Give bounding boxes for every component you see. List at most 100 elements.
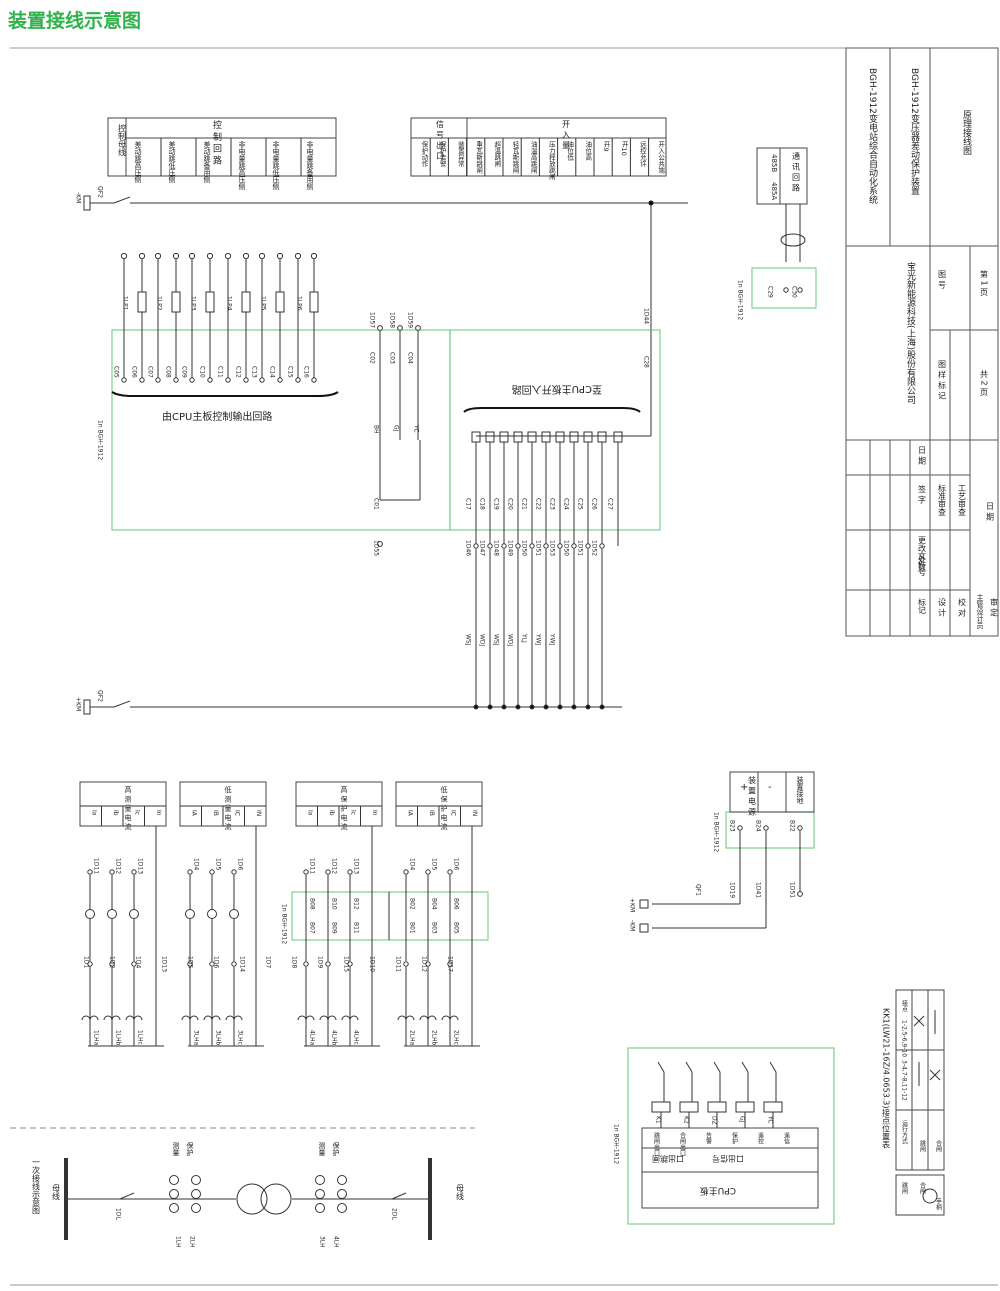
lh-2: 2LH [189, 1236, 196, 1248]
lp-plate [241, 291, 251, 313]
in-term-7: C24 [563, 498, 570, 510]
ext-4: YLJ [521, 633, 528, 643]
in-term-2: C19 [493, 498, 500, 510]
sig-c-1: C03 [389, 352, 396, 364]
one-line-title: 一次接线示意图 [32, 1158, 41, 1215]
bh-label: BH [373, 425, 380, 434]
loop-b-label: 口出信号 [712, 1154, 744, 1164]
bus-junction [599, 704, 605, 710]
tb-rev-h-3: 签 字 [918, 484, 927, 504]
2dl-label: 2DL [391, 1208, 398, 1220]
sig-group-signal: 信 号 出 口 [436, 119, 445, 160]
device-1n-label: 1n BGH-1912 [97, 420, 104, 460]
out-terminal [139, 377, 145, 383]
bus-junction [543, 704, 549, 710]
ct-terminal [325, 961, 331, 967]
power-plus: + [740, 782, 748, 793]
sig-c-2: C04 [407, 352, 414, 364]
relay-contact [657, 1061, 665, 1073]
sig-col-13: 开入公共端 [657, 141, 665, 175]
tb-mark-label: 图 样 标 记 [938, 360, 947, 400]
ct-bot-12: 1D11 [395, 956, 402, 972]
kk-manual: 手柄 [935, 1197, 942, 1211]
b-term-6: B07 [309, 922, 316, 934]
ctl-bus-label: 控制母线 [118, 123, 127, 156]
ct-terminal [403, 961, 409, 967]
bus-junction [571, 704, 577, 710]
sig-col-4: 超温跳闸 [493, 140, 501, 169]
lp-top-terminal [224, 252, 232, 260]
cpu-out-label: 由CPU主板控制输出回路 [162, 410, 272, 423]
lp-plate [205, 291, 215, 313]
ct-table-title-2: 高 保 护 电 流 [340, 785, 348, 831]
ct-lh-8: 4LHc [353, 1030, 360, 1045]
lp-top-terminal [310, 252, 318, 260]
ct-col-1-1: IB [212, 810, 219, 816]
lp-plate [171, 291, 181, 313]
sig-terminal [377, 325, 383, 331]
out-term-2: C07 [147, 366, 154, 378]
sig-c-0: C02 [369, 352, 376, 364]
in-term-3: C20 [507, 498, 514, 510]
tb-device: BGH-1912变压器差动保护装置 [909, 68, 920, 195]
ct-coil [81, 1015, 99, 1021]
kk-mark [913, 1015, 925, 1027]
tb-rev-headers: 标记 处数 更改文件号 签 字 日 期 [918, 446, 927, 614]
power-d-1: 1D41 [755, 882, 762, 898]
tb-rev-h-0: 标记 [918, 597, 927, 614]
tb-drawing-no-label: 图 号 [938, 270, 947, 290]
b-term-0: B08 [309, 898, 316, 910]
ct-top-2: 1D13 [137, 858, 144, 874]
ct-coil [103, 1015, 121, 1021]
tb-process-review: 工艺审查 [958, 484, 967, 516]
ct-top-1: 1D12 [115, 858, 122, 874]
ct-col-2-1: Ib [328, 810, 335, 816]
lp-top-terminal [188, 252, 196, 260]
ct-lh-11: 2LHc [453, 1030, 460, 1045]
ct-bot-14: 1D17 [447, 956, 454, 972]
lp-top-terminal [206, 252, 214, 260]
b-term-3: B02 [409, 898, 416, 910]
ct-top-4: 1D5 [215, 858, 222, 870]
ext-6: YWJ [549, 633, 556, 646]
kk-table-grid [895, 989, 945, 1216]
lp-top-terminal [294, 252, 302, 260]
out-terminal [173, 377, 179, 383]
ct-coil [125, 1015, 143, 1021]
ct-bot-8: 1D8 [291, 956, 298, 968]
in-brace [463, 407, 641, 413]
in-d-6: 1D53 [549, 540, 556, 556]
sig-terminal [397, 325, 403, 331]
tb-system: BGH-1912变电站综合自动化系统 [867, 68, 878, 205]
in-optocoupler [583, 431, 593, 443]
ct-coil [441, 1015, 459, 1021]
ext-5: YWJ [535, 633, 542, 646]
ct-terminal [231, 961, 237, 967]
out-term-9: C14 [269, 366, 276, 378]
lp-label-5: 1LP6 [296, 296, 303, 311]
relay-label-1: 合闸出口 [679, 1131, 686, 1157]
ct-col-0-0: Ia [91, 810, 98, 816]
relay-contact [741, 1061, 749, 1073]
breaker-1dl [119, 1192, 135, 1200]
in-d-terminal [501, 543, 507, 549]
ct-ring [169, 1175, 179, 1185]
out-term-5: C10 [199, 366, 206, 378]
b-term-1: B10 [331, 898, 338, 910]
signal-columns: 保护动作保护告警装置异常重瓦斯跳闸超温跳闸轻瓦斯跳闸油温高跳闸压力释放跳闸油位低… [420, 140, 665, 182]
out-term-11: C16 [303, 366, 310, 378]
ct-terminal [447, 961, 453, 967]
ct-top-10: 1D5 [431, 858, 438, 870]
out-terminal [155, 377, 161, 383]
kk-c2: 3-4,7-8,11-12 [901, 1060, 908, 1101]
ct-col-0-3: In [155, 810, 162, 816]
tb-drawing: 原理接线图 [961, 110, 972, 156]
power-d-0: 1D19 [729, 882, 736, 898]
ct-coil [319, 1015, 337, 1021]
ct-ring [315, 1203, 325, 1213]
1dl-label: 1DL [115, 1208, 122, 1220]
ct-lh-9: 2LHa [409, 1030, 416, 1046]
ct-terminal [131, 961, 137, 967]
gj-label: GJ [393, 425, 400, 432]
sig-col-7: 压力释放跳闸 [547, 141, 555, 182]
